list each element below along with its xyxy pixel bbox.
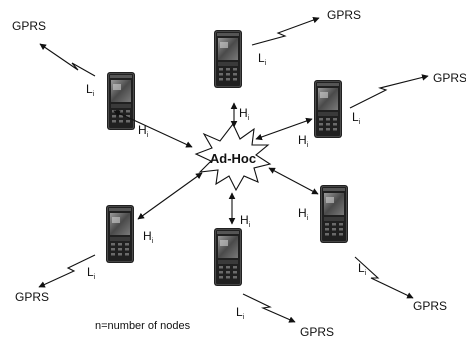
gprs-link-bottom (242, 293, 296, 323)
gprs-link-upper-left (39, 43, 96, 77)
li-label-top: Li (258, 51, 267, 67)
li-label-upper-right: Li (352, 110, 361, 126)
gprs-label-upper-left: GPRS (12, 19, 46, 33)
gprs-link-upper-right (349, 74, 429, 109)
adhoc-link-lower-left (137, 172, 203, 220)
gprs-label-lower-left: GPRS (15, 290, 49, 304)
hi-label-upper-left: Hi (138, 123, 149, 139)
adhoc-link-upper-left (113, 110, 193, 148)
hi-label-lower-right: Hi (298, 206, 309, 222)
gprs-link-lower-left (38, 254, 96, 288)
gprs-link-lower-right (354, 256, 414, 299)
gprs-label-upper-right: GPRS (433, 71, 466, 85)
li-label-upper-left: Li (86, 82, 95, 98)
node-upper-right-phone (313, 79, 343, 139)
hi-label-lower-left: Hi (143, 229, 154, 245)
li-label-lower-right: Li (358, 261, 367, 277)
hub-label: Ad-Hoc (210, 151, 256, 166)
adhoc-link-upper-right (255, 117, 313, 141)
hi-label-bottom: Hi (240, 213, 251, 229)
hi-label-top: Hi (239, 106, 250, 122)
gprs-label-lower-right: GPRS (413, 299, 447, 313)
hi-label-upper-right: Hi (298, 133, 309, 149)
adhoc-hub-starburst (194, 122, 272, 192)
li-label-lower-left: Li (87, 265, 96, 281)
footnote: n=number of nodes (95, 320, 191, 332)
adhoc-link-lower-right (268, 167, 319, 195)
node-lower-right-phone (319, 184, 349, 244)
li-label-bottom: Li (236, 305, 245, 321)
node-upper-left-phone (106, 71, 136, 131)
gprs-label-bottom: GPRS (300, 325, 334, 337)
node-bottom-phone (213, 227, 243, 287)
gprs-link-top (251, 16, 320, 46)
gprs-label-top: GPRS (327, 8, 361, 22)
node-top-phone (213, 29, 243, 89)
node-lower-left-phone (105, 204, 135, 264)
